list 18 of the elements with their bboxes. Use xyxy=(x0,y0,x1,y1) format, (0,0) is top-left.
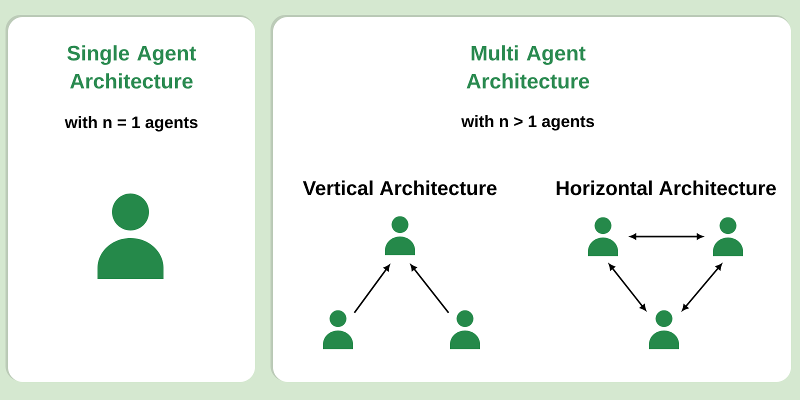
subtitle: with n > 1 agents xyxy=(461,115,594,130)
arrow xyxy=(410,264,450,314)
person-icon xyxy=(450,310,480,350)
heading: Multi Agent Architecture xyxy=(466,45,590,89)
arrow xyxy=(354,264,390,314)
person-icon xyxy=(98,194,164,279)
arrow xyxy=(682,264,722,311)
subtitle: with n = 1 agents xyxy=(64,116,198,132)
person-icon xyxy=(588,217,618,256)
heading: Single Agent Architecture xyxy=(67,45,196,89)
arrow xyxy=(630,234,703,240)
section-heading: Horizontal Architecture xyxy=(556,180,776,196)
person-icon xyxy=(713,217,744,256)
person-icon xyxy=(649,310,680,350)
person-icon xyxy=(385,216,416,256)
person-icon xyxy=(323,310,354,350)
arrow xyxy=(608,264,646,311)
section-heading: Vertical Architecture xyxy=(302,180,497,196)
